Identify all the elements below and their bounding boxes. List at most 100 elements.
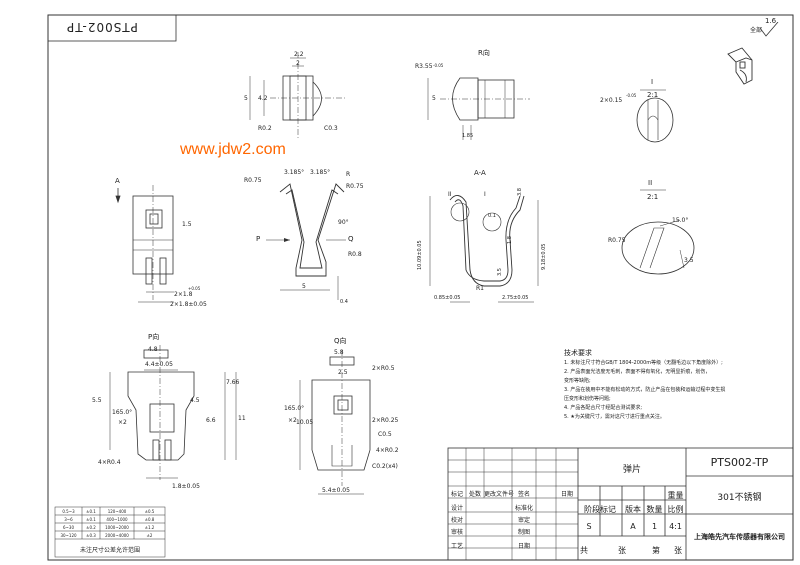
- view-profile: [266, 183, 346, 300]
- rev-header-date: 日期: [560, 491, 573, 498]
- dim-5-5: 5.5: [92, 397, 102, 404]
- p-view-title: P向: [148, 333, 160, 341]
- dim-q-x2: ×2: [288, 417, 297, 424]
- dim-angle-b: 3.185°: [310, 169, 331, 176]
- note-line-2: 2. 产品表面光洁度无毛刺，表面不得有氧化，无明显折痕，划伤，: [564, 369, 711, 375]
- dim-4-2: 4.2: [258, 95, 268, 102]
- dim-0-1: 0.1: [488, 213, 496, 219]
- roughness-value: 1.6: [765, 17, 777, 25]
- stage-header-qty: 数量: [646, 505, 663, 514]
- stage-header-weight: 重量: [667, 491, 684, 500]
- part-name: 弹片: [622, 465, 641, 475]
- sheet-no-label: 第: [652, 546, 660, 555]
- dim-2-2: 2.2: [294, 51, 304, 58]
- dim-r0-75-a: R0.75: [244, 177, 262, 184]
- rev-header-doc: 更改文件号: [484, 491, 515, 498]
- q-view-title: Q向: [334, 337, 347, 345]
- sign-draw: 制图: [517, 529, 530, 536]
- dim-4xr0-2: 4×R0.2: [376, 447, 399, 454]
- dim-r0-8: R0.8: [348, 251, 362, 258]
- dim-2x1-8: 2×1.8: [174, 291, 193, 298]
- stage-value-scale: 4:1: [669, 522, 682, 531]
- tol-r4-c2: ±0.3: [86, 533, 96, 538]
- view-q: [299, 350, 371, 495]
- iso-part-icon: [727, 47, 753, 85]
- dim-r1: R1: [476, 285, 484, 292]
- dim-p-165: 165.0°: [112, 409, 133, 416]
- roughness-label: 全部: [750, 27, 763, 34]
- note-line-1: 1. 未标注尺寸符合GB/T 1804-2000m等级（无翻毛边以下角度除外）;: [564, 360, 723, 366]
- roughness-symbol-icon: [760, 22, 779, 37]
- detail-i-label: I: [651, 78, 654, 86]
- dim-4-8: 4.8: [148, 346, 158, 353]
- label-q: Q: [348, 235, 354, 243]
- view-section-aa: [429, 195, 539, 303]
- watermark-url: www.jdw2.com: [180, 141, 286, 158]
- rotated-part-code: PTS002-TP: [66, 20, 138, 34]
- dim-4xr0-4: 4×R0.4: [98, 459, 121, 466]
- tol-r2-c2: ±0.1: [86, 517, 96, 522]
- dim-profile-5: 5: [302, 283, 306, 290]
- part-code: PTS002-TP: [710, 456, 769, 469]
- tol-r2-c4: ±0.8: [144, 517, 155, 522]
- tol-r2-c3: 400~1000: [106, 517, 128, 522]
- detail-ii-scale: 2:1: [647, 193, 659, 201]
- dim-2x1-8-tol: +0.05: [188, 286, 201, 291]
- tol-r4-c1: 30~120: [60, 533, 77, 538]
- dim-4-4: 4.4±0.05: [145, 361, 173, 368]
- dim-5-4: 5.4±0.05: [322, 487, 350, 494]
- dim-4-5: 4.5: [190, 397, 200, 404]
- dim-3-5: 3.5: [497, 268, 503, 276]
- tol-r1-c4: ±0.5: [144, 509, 155, 514]
- dim-11: 11: [238, 415, 246, 422]
- sign-design: 设计: [450, 505, 463, 512]
- material: 301不锈钢: [717, 493, 762, 503]
- dim-0-4: 0.4: [340, 299, 348, 305]
- view-p: [109, 345, 237, 480]
- title-block-grid: [447, 447, 794, 561]
- stage-header-mark: 阶段标记: [584, 505, 616, 514]
- dim-r-5: 5: [432, 95, 436, 102]
- stage-value-s: S: [586, 522, 592, 531]
- tol-r3-c4: ±1.2: [144, 525, 155, 530]
- view-a-label: A: [115, 177, 120, 185]
- dim-r0-2: R0.2: [258, 125, 272, 132]
- dim-ii-3-5: 3.5: [684, 257, 694, 264]
- note-line-5: 压变形和划伤等问题;: [564, 396, 611, 402]
- dim-q-165: 165.0°: [284, 405, 305, 412]
- dim-c0-2x4: C0.2(x4): [372, 463, 398, 470]
- tol-r3-c2: ±0.2: [86, 525, 96, 530]
- label-r: R: [346, 171, 351, 178]
- note-line-3: 变形等缺陷;: [564, 378, 591, 384]
- dim-6-6: 6.6: [206, 417, 216, 424]
- tol-r2-c1: 3~6: [64, 517, 73, 522]
- tol-r4-c4: ±2: [146, 533, 153, 538]
- sign-standard: 标准化: [514, 505, 533, 512]
- stage-header-version: 版本: [625, 505, 641, 514]
- dim-p-1-8: 1.8±0.05: [172, 483, 200, 490]
- view-front-a: [115, 185, 174, 303]
- dim-p-x2: ×2: [118, 419, 127, 426]
- stage-value-a: A: [630, 522, 636, 531]
- dim-r3-55-tol: -0.05: [433, 63, 444, 68]
- technical-notes: 技术要求 1. 未标注尺寸符合GB/T 1804-2000m等级（无翻毛边以下角…: [564, 350, 789, 420]
- tol-r1-c1: 0.5~3: [62, 509, 75, 514]
- sign-check: 校对: [450, 517, 463, 524]
- dim-q-2-5: 2.5: [338, 369, 348, 376]
- dim-7-66: 7.66: [226, 379, 240, 386]
- detail-ii-label: II: [648, 179, 653, 187]
- stage-value-qty: 1: [651, 522, 658, 531]
- view-detail-i: [636, 89, 674, 143]
- dim-1-85: 1.85: [462, 133, 474, 139]
- tol-r1-c3: 120~400: [107, 509, 127, 514]
- sign-date: 日期: [517, 543, 530, 550]
- section-aa-title: A-A: [474, 169, 486, 177]
- detail-i-tol: -0.05: [626, 93, 637, 98]
- view-detail-ii: [621, 189, 695, 275]
- dim-r3-55: R3.55: [415, 63, 433, 70]
- dim-ii-r0-75: R0.75: [608, 237, 626, 244]
- section-label-ii: II: [448, 191, 452, 198]
- dim-15: 15.0°: [672, 217, 689, 224]
- tol-r1-c2: ±0.1: [86, 509, 96, 514]
